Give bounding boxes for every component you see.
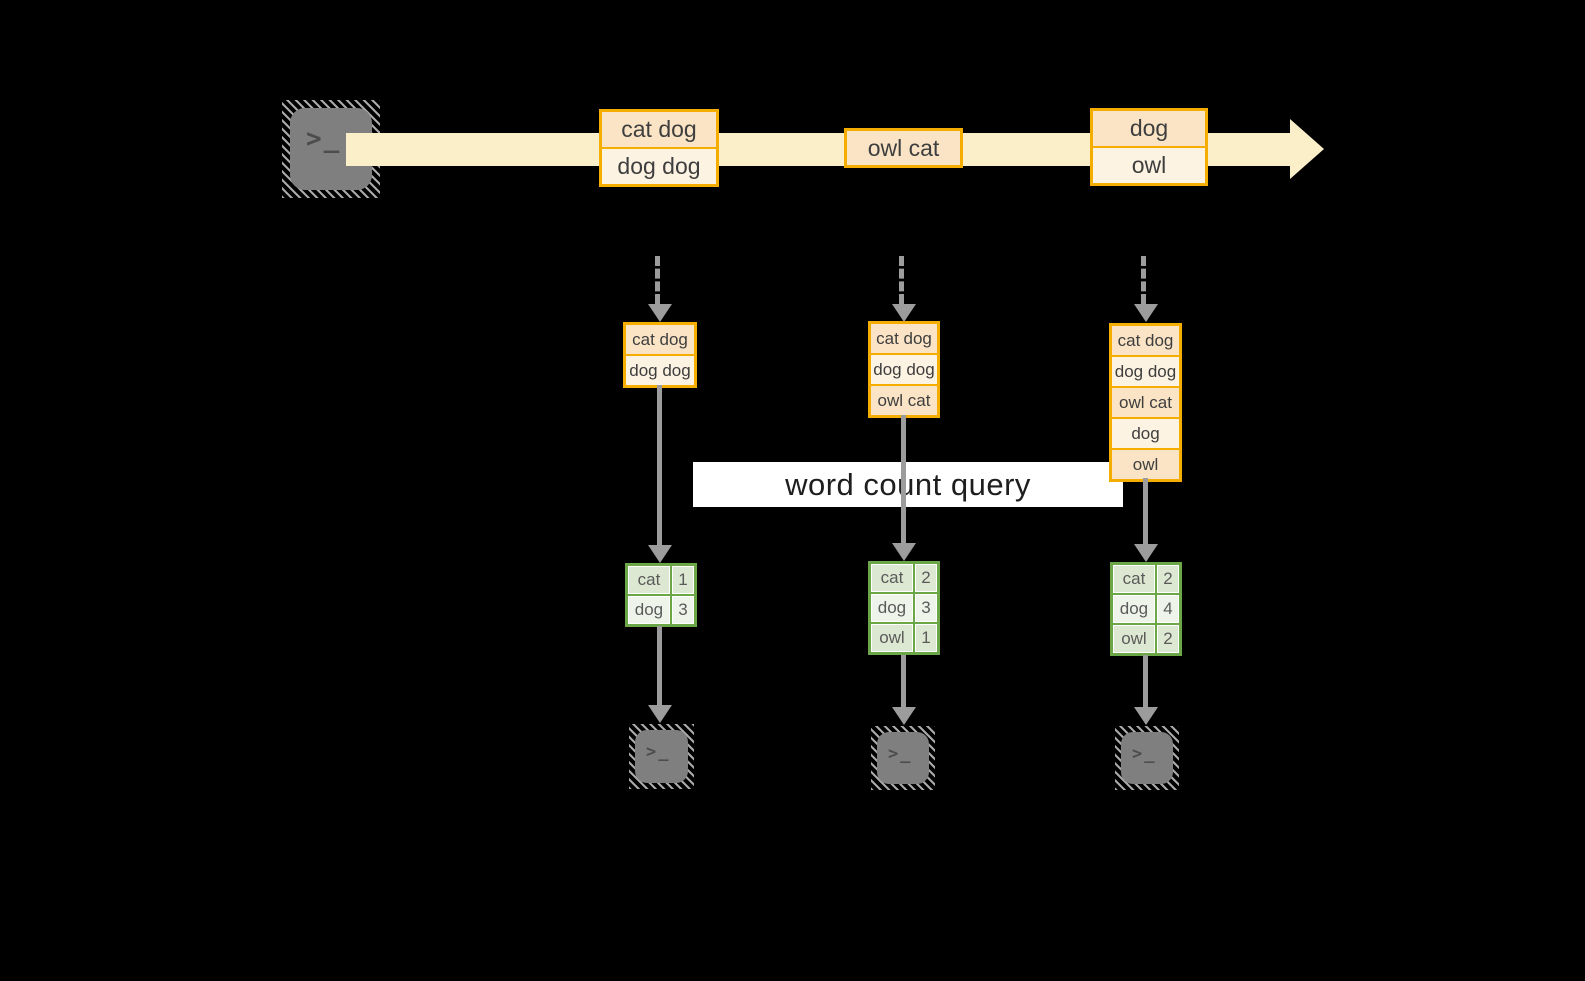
- input-row: cat dog: [1112, 326, 1179, 355]
- input-row: dog dog: [1112, 355, 1179, 386]
- input-row: dog dog: [871, 353, 937, 384]
- terminal-screen: >_: [635, 730, 688, 783]
- arrow-head-icon: [892, 707, 916, 725]
- stream-batch-cell: cat dog: [602, 112, 716, 147]
- result-table-t3: cat 2 dog 4 owl 2: [1110, 562, 1182, 656]
- input-stream-arrowhead-icon: [1290, 119, 1324, 179]
- terminal-output-icon: >_: [871, 726, 935, 790]
- dashed-arrow-line: [655, 256, 660, 304]
- input-row: owl cat: [1112, 386, 1179, 417]
- input-table-t1: cat dog dog dog: [623, 322, 697, 388]
- count-value: 2: [1156, 565, 1179, 593]
- arrow-head-icon: [892, 543, 916, 561]
- terminal-screen: >_: [1121, 732, 1173, 784]
- count-word: cat: [871, 564, 913, 592]
- count-value: 4: [1156, 595, 1179, 623]
- stream-batch-cell: owl: [1093, 146, 1205, 183]
- count-word: cat: [1113, 565, 1155, 593]
- terminal-prompt-glyph: >_: [1132, 744, 1157, 764]
- arrow-line: [901, 415, 906, 543]
- arrow-head-icon: [648, 705, 672, 723]
- count-value: 1: [914, 624, 937, 652]
- dashed-arrow-line: [899, 256, 904, 304]
- arrow-head-icon: [648, 545, 672, 563]
- query-label-band: word count query: [693, 462, 1123, 507]
- arrow-line: [657, 385, 662, 545]
- input-row: owl cat: [871, 384, 937, 415]
- stream-batch-cell: owl cat: [847, 131, 960, 165]
- arrow-line: [901, 655, 906, 707]
- arrow-line: [657, 626, 662, 705]
- result-table-t2: cat 2 dog 3 owl 1: [868, 561, 940, 655]
- stream-batch-cell: dog dog: [602, 147, 716, 184]
- count-value: 1: [671, 566, 694, 594]
- input-row: cat dog: [626, 325, 694, 354]
- terminal-prompt-glyph: >_: [646, 742, 671, 762]
- stream-batch-1: cat dog dog dog: [599, 109, 719, 187]
- arrow-line: [1143, 655, 1148, 707]
- count-value: 3: [914, 594, 937, 622]
- terminal-prompt-glyph: >_: [888, 744, 913, 764]
- count-word: dog: [628, 596, 670, 624]
- stream-batch-cell: dog: [1093, 111, 1205, 146]
- dashed-arrow-line: [1141, 256, 1146, 304]
- terminal-screen: >_: [877, 732, 929, 784]
- count-word: owl: [1113, 625, 1155, 653]
- dashed-arrow-head-icon: [648, 304, 672, 322]
- input-row: owl: [1112, 448, 1179, 479]
- count-word: cat: [628, 566, 670, 594]
- query-label: word count query: [785, 466, 1031, 502]
- stream-batch-3: dog owl: [1090, 108, 1208, 186]
- count-value: 3: [671, 596, 694, 624]
- result-table-t1: cat 1 dog 3: [625, 563, 697, 627]
- input-table-t3: cat dog dog dog owl cat dog owl: [1109, 323, 1182, 482]
- arrow-head-icon: [1134, 544, 1158, 562]
- arrow-line: [1143, 478, 1148, 544]
- terminal-prompt-glyph: >_: [306, 124, 342, 154]
- terminal-output-icon: >_: [629, 724, 694, 789]
- count-value: 2: [914, 564, 937, 592]
- arrow-head-icon: [1134, 707, 1158, 725]
- stream-batch-2: owl cat: [844, 128, 963, 168]
- input-row: cat dog: [871, 324, 937, 353]
- dashed-arrow-head-icon: [892, 304, 916, 322]
- count-word: owl: [871, 624, 913, 652]
- input-table-t2: cat dog dog dog owl cat: [868, 321, 940, 418]
- count-word: dog: [871, 594, 913, 622]
- count-value: 2: [1156, 625, 1179, 653]
- input-row: dog dog: [626, 354, 694, 385]
- input-row: dog: [1112, 417, 1179, 448]
- terminal-output-icon: >_: [1115, 726, 1179, 790]
- dashed-arrow-head-icon: [1134, 304, 1158, 322]
- count-word: dog: [1113, 595, 1155, 623]
